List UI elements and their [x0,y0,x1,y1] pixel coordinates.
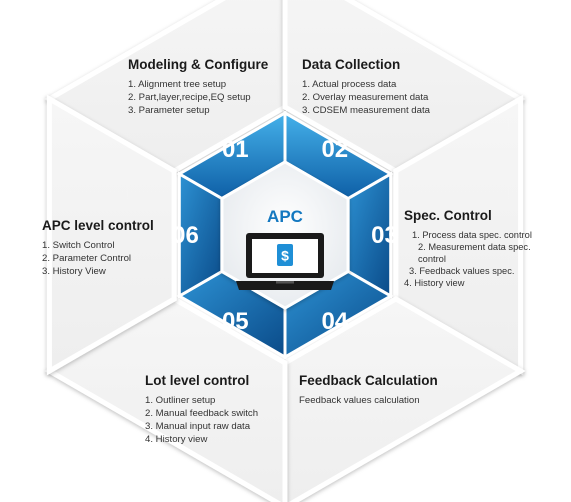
center-title: APC [267,207,303,226]
panel-data-collection: Data Collection 1. Actual process data 2… [302,57,430,117]
segment-number: 01 [222,136,249,163]
panel-title: Spec. Control [404,208,492,223]
panel-list: 1. Switch Control 2. Parameter Control 3… [42,239,154,278]
segment-number: 02 [321,136,348,163]
laptop-dollar-icon: $ [236,233,334,290]
list-item: 3. History View [42,266,106,277]
list-item: 2. Part,layer,recipe,EQ setup [128,92,251,103]
panel-apc-level-control: APC level control 1. Switch Control 2. P… [42,218,154,278]
list-item: 1. Process data spec. control [412,230,532,240]
outer-panel-06 [46,94,177,376]
panel-modeling-configure: Modeling & Configure 1. Alignment tree s… [128,57,268,117]
segment-number: 05 [222,308,249,335]
panel-spec-control: Spec. Control 1. Process data spec. cont… [404,208,554,289]
list-item: 2. Measurement data spec. control [418,242,531,264]
list-item: 3. CDSEM measurement data [302,105,430,116]
panel-list: 1. Actual process data 2. Overlay measur… [302,78,430,117]
panel-title: Feedback Calculation [299,373,438,388]
list-item: 1. Outliner setup [145,395,216,406]
list-item: Feedback values calculation [299,395,420,406]
list-item: 4. History view [404,278,465,288]
panel-list: Feedback values calculation [299,394,438,407]
segment-number: 06 [172,222,199,249]
panel-title: Modeling & Configure [128,57,269,72]
panel-lot-level-control: Lot level control 1. Outliner setup 2. M… [145,373,258,446]
panel-list: 1. Outliner setup 2. Manual feedback swi… [145,394,258,446]
segment-number: 03 [371,222,398,249]
list-item: 3. Feedback values spec. [409,266,515,276]
list-item: 2. Manual feedback switch [145,408,259,419]
panel-title: Data Collection [302,57,401,72]
list-item: 1. Actual process data [302,79,397,90]
list-item: 1. Switch Control [42,240,115,251]
list-item: 1. Alignment tree setup [128,79,227,90]
panel-title: Lot level control [145,373,250,388]
panel-feedback-calculation: Feedback Calculation Feedback values cal… [299,373,438,407]
panel-title: APC level control [42,218,154,233]
outer-panel-04 [282,296,526,502]
svg-text:$: $ [281,248,289,264]
list-item: 2. Overlay measurement data [302,92,429,103]
list-item: 4. History view [145,434,208,445]
list-item: 2. Parameter Control [42,253,132,264]
panel-list: 1. Process data spec. control 2. Measure… [404,229,554,289]
list-item: 3. Parameter setup [128,105,210,116]
panel-list: 1. Alignment tree setup 2. Part,layer,re… [128,78,268,117]
list-item: 3. Manual input raw data [145,421,251,432]
segment-number: 04 [321,308,348,335]
